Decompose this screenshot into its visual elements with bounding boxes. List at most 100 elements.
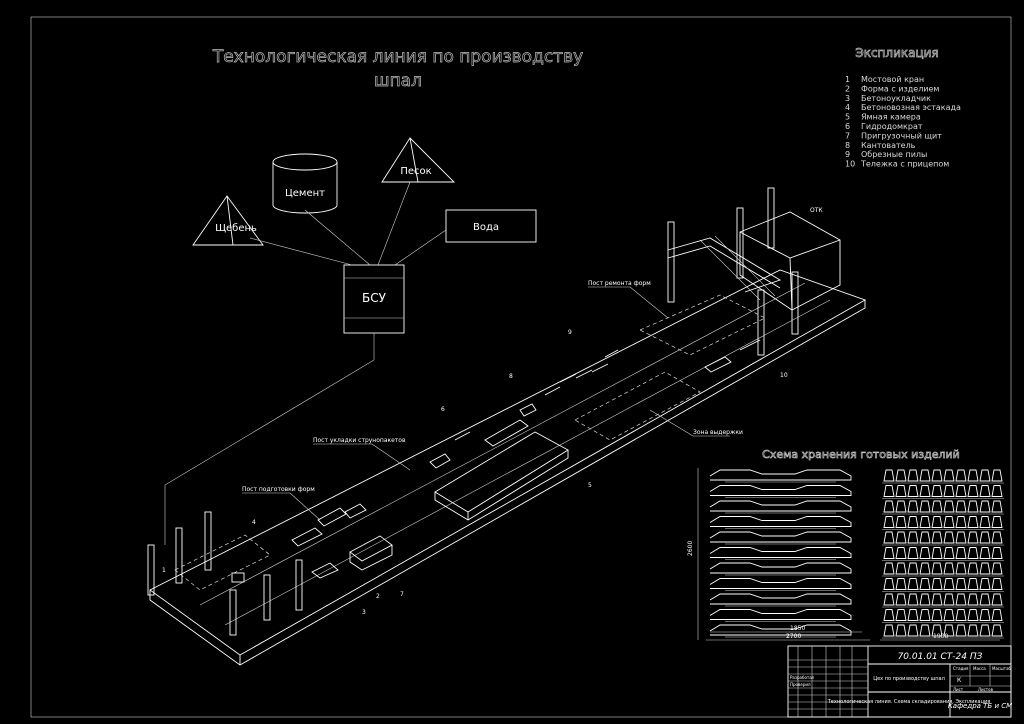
sleeper-section	[991, 578, 1003, 590]
explication-item-number: 9	[845, 150, 850, 159]
explication-item-text: Гидродомкрат	[861, 122, 923, 131]
water-label: Вода	[473, 222, 499, 233]
sleeper-section	[895, 485, 907, 497]
sleeper-section	[931, 500, 943, 513]
sleeper-section	[907, 624, 919, 637]
sleeper-section	[991, 469, 1003, 482]
callout-number: 4	[252, 519, 256, 526]
explication-item-text: Мостовой кран	[861, 75, 924, 84]
mixer-label: БСУ	[362, 291, 387, 305]
sleeper-section	[919, 609, 931, 621]
sleeper-section	[883, 624, 895, 637]
sleeper-section	[979, 624, 991, 637]
sleeper-section	[943, 469, 955, 482]
sleeper-section	[979, 547, 991, 559]
explication-item-text: Ямная камера	[861, 113, 921, 122]
strand-laying-label: Пост укладки струнопакетов	[313, 437, 406, 444]
sleeper-section	[895, 547, 907, 559]
sleeper-section	[883, 547, 895, 559]
drawing-title-line-1: Технологическая линия по производству	[212, 47, 583, 67]
sleeper-section	[919, 578, 931, 590]
stored-sleeper	[709, 578, 852, 589]
sleeper-section	[907, 485, 919, 497]
stamp-row-checker: Проверил	[790, 682, 811, 687]
stored-sleeper	[709, 609, 852, 620]
callout-number: 5	[588, 482, 592, 489]
callout-number: 9	[568, 329, 572, 336]
sleeper-section	[931, 593, 943, 606]
form-repair-zone	[639, 294, 766, 356]
sleeper-section	[931, 547, 943, 559]
explication-item-number: 2	[845, 84, 850, 93]
sleeper-section	[883, 516, 895, 528]
stamp-sheet-title: Технологическая линия. Схема складирован…	[827, 699, 991, 705]
stamp-code: 70.01.01 СТ-24 ПЗ	[898, 652, 983, 662]
sleeper-section	[967, 578, 979, 590]
callout-number: 7	[400, 591, 404, 598]
sleeper-section	[979, 500, 991, 513]
sand-label: Песок	[400, 166, 431, 177]
callout-number: 1	[162, 567, 166, 574]
sleeper-section	[943, 624, 955, 637]
explication-item-number: 4	[845, 103, 850, 112]
sleeper-section	[883, 578, 895, 590]
sleeper-section	[955, 609, 967, 621]
explication-item-text: Кантователь	[861, 141, 916, 150]
sleeper-section	[895, 469, 907, 482]
sleeper-section	[991, 485, 1003, 497]
sleeper-section	[943, 609, 955, 621]
materials-scheme: Цемент Песок Щебень Вода БСУ	[164, 137, 537, 545]
stored-sleeper	[709, 469, 852, 481]
sleeper-section	[979, 593, 991, 606]
callout-number: 3	[362, 609, 366, 616]
sleeper-section	[967, 562, 979, 575]
sleeper-section	[967, 609, 979, 621]
stored-sleeper	[709, 516, 852, 527]
explication-item-text: Тележка с прицепом	[860, 160, 949, 169]
sleeper-section	[883, 593, 895, 606]
form-with-product	[311, 562, 339, 579]
stamp-scale-label: Масштаб	[992, 666, 1012, 671]
stored-sleeper	[709, 624, 852, 636]
explication-item-number: 10	[845, 160, 855, 169]
sleeper-section	[907, 516, 919, 528]
production-line: ОТК	[147, 187, 867, 666]
explication-item-text: Бетоновозная эстакада	[861, 103, 961, 112]
stamp-stage-label: Стадия	[953, 666, 969, 671]
sleeper-section	[979, 516, 991, 528]
storage-dim-height: 2600	[687, 541, 694, 556]
sleeper-section	[955, 593, 967, 606]
sleeper-section	[979, 531, 991, 544]
holding-zone	[574, 371, 701, 441]
sleeper-section	[955, 624, 967, 637]
explication-item-number: 3	[845, 94, 850, 103]
sleeper-section	[991, 547, 1003, 559]
sleeper-section	[919, 500, 931, 513]
form-prep-label: Пост подготовки форм	[242, 486, 315, 493]
storage-heading: Схема хранения готовых изделий	[762, 448, 960, 461]
sleeper-section	[943, 500, 955, 513]
explication-item-text: Форма с изделием	[861, 84, 939, 93]
sleeper-section	[967, 593, 979, 606]
stamp-department: Кафедра ТБ и СМ	[948, 702, 1012, 710]
sleeper-section	[979, 469, 991, 482]
sleeper-section	[895, 516, 907, 528]
storage-dim-inner: 1850	[790, 625, 805, 632]
stored-sleeper	[709, 547, 852, 558]
sleeper-section	[943, 531, 955, 544]
sleeper-section	[955, 500, 967, 513]
sleeper-section	[919, 469, 931, 482]
sleeper-section	[991, 624, 1003, 637]
sleeper-section	[943, 578, 955, 590]
sleeper-section	[895, 531, 907, 544]
sleeper-section	[883, 500, 895, 513]
sleeper-section	[907, 547, 919, 559]
sleeper-section	[991, 562, 1003, 575]
sleeper-section	[919, 562, 931, 575]
sleeper-section	[967, 531, 979, 544]
sleeper-section	[943, 593, 955, 606]
sleeper-section	[967, 485, 979, 497]
drawing-title-line-2: шпал	[374, 71, 422, 91]
sheet-frame	[30, 16, 1012, 718]
form-repair-label: Пост ремонта форм	[588, 280, 651, 287]
